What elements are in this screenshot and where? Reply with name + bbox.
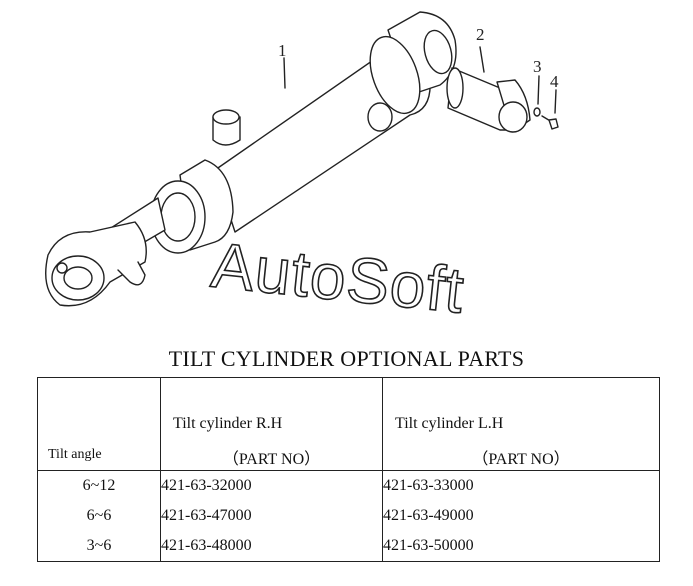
callout-3: 3 bbox=[533, 57, 542, 76]
leader-line-1 bbox=[283, 57, 286, 89]
row-angle: 6~12 bbox=[37, 470, 161, 501]
header-lh-label: Tilt cylinder L.H bbox=[395, 415, 504, 432]
table-row: 6~12 421-63-32000 421-63-33000 bbox=[37, 470, 660, 501]
grease-nipple bbox=[56, 262, 68, 274]
washer bbox=[533, 107, 541, 117]
leader-line-2 bbox=[479, 46, 485, 73]
table-row: 3~6 421-63-48000 421-63-50000 bbox=[37, 531, 660, 562]
row-rh-partno: 421-63-32000 bbox=[160, 470, 383, 501]
callout-2: 2 bbox=[476, 25, 485, 44]
pin-head-face bbox=[498, 101, 528, 133]
header-lh-cell: Tilt cylinder L.H （PART NO） bbox=[382, 377, 660, 471]
row-rh-partno: 421-63-47000 bbox=[160, 501, 383, 531]
clevis-lug bbox=[117, 261, 146, 286]
rod-eye-inner bbox=[63, 266, 93, 290]
callout-1: 1 bbox=[278, 41, 287, 60]
callout-4: 4 bbox=[550, 72, 559, 91]
bolt-head bbox=[548, 118, 559, 130]
pin-end bbox=[446, 67, 464, 109]
watermark-logo: AutoSoft bbox=[208, 229, 468, 327]
side-port bbox=[367, 102, 393, 132]
parts-table: Tilt angle Tilt cylinder R.H （PART NO） T… bbox=[37, 377, 660, 562]
top-port bbox=[212, 116, 241, 146]
row-angle: 6~6 bbox=[37, 501, 161, 531]
header-rh-label: Tilt cylinder R.H bbox=[173, 415, 283, 432]
row-lh-partno: 421-63-49000 bbox=[382, 501, 660, 531]
header-angle-cell: Tilt angle bbox=[37, 377, 161, 471]
page-title: TILT CYLINDER OPTIONAL PARTS bbox=[168, 346, 525, 371]
rear-eye-hole bbox=[423, 29, 453, 75]
parts-diagram: 1 2 3 4 AutoSoft bbox=[45, 11, 559, 328]
header-rh-partno: （PART NO） bbox=[222, 451, 321, 468]
row-rh-partno: 421-63-48000 bbox=[160, 531, 383, 562]
row-lh-partno: 421-63-50000 bbox=[382, 531, 660, 562]
row-angle: 3~6 bbox=[37, 531, 161, 562]
rear-end-cap bbox=[369, 35, 421, 115]
header-rh-cell: Tilt cylinder R.H （PART NO） bbox=[160, 377, 383, 471]
header-lh-partno: （PART NO） bbox=[472, 451, 570, 468]
row-lh-partno: 421-63-33000 bbox=[382, 470, 660, 501]
top-port-face bbox=[212, 109, 240, 125]
table-row: 6~6 421-63-47000 421-63-49000 bbox=[37, 501, 660, 531]
front-collar-bore bbox=[160, 192, 196, 242]
header-tilt-angle: Tilt angle bbox=[48, 447, 102, 462]
table-header-row: Tilt angle Tilt cylinder R.H （PART NO） T… bbox=[37, 377, 660, 471]
leader-line-4 bbox=[554, 89, 557, 114]
leader-line-3 bbox=[537, 75, 540, 105]
